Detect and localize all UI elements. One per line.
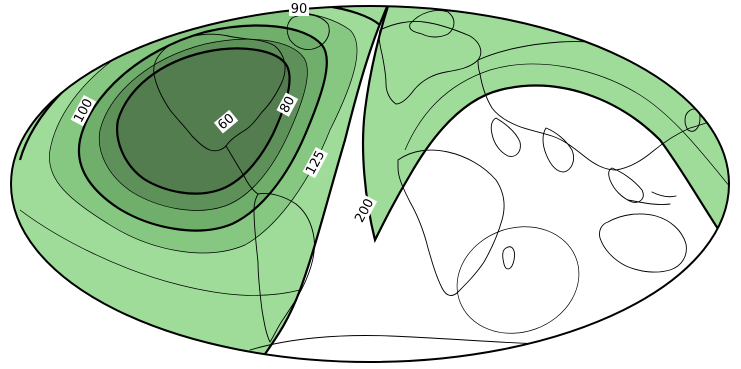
coastline-central-america — [225, 145, 259, 195]
globe-border — [10, 5, 730, 363]
coastline-southeast-asia — [608, 167, 644, 203]
contour-label-200-bg — [351, 194, 378, 227]
coastline-africa — [397, 149, 505, 296]
contour-line-inner-2 — [77, 24, 328, 232]
contour-label-80-bg — [276, 92, 299, 117]
coastline-europe — [378, 21, 482, 105]
contour-label-top-text: 90 — [291, 2, 308, 17]
contour-label-top: 90 — [289, 2, 309, 17]
coastline-south-america — [253, 193, 315, 343]
contour-line-south-indian — [456, 226, 580, 334]
coastline-australia — [599, 213, 687, 273]
contour-label-60-bg — [213, 109, 239, 134]
contour-label-top-bg — [289, 3, 309, 16]
contour-line-east-thin — [404, 63, 729, 201]
contour-label-125-bg — [302, 146, 329, 179]
contour-label-80-text: 80 — [277, 94, 298, 116]
coastline-indonesia — [627, 191, 677, 205]
coastline-arabia — [490, 117, 521, 157]
contour-label-80: 80 — [276, 92, 299, 117]
contour-label-200: 200 — [351, 194, 378, 227]
shaded-band-core — [117, 48, 290, 194]
contour-label-100-bg — [70, 94, 97, 127]
coastline-greenland — [286, 14, 330, 51]
contour-line-125 — [254, 6, 392, 362]
coastline-scandinavia — [409, 10, 455, 38]
coastline-madagascar — [502, 246, 515, 270]
contour-line-200 — [361, 6, 729, 261]
coastline-north-america — [153, 33, 286, 152]
coastline-india — [542, 127, 575, 173]
contour-line-inner-4 — [116, 47, 291, 195]
contour-line-inner-3 — [98, 38, 308, 211]
